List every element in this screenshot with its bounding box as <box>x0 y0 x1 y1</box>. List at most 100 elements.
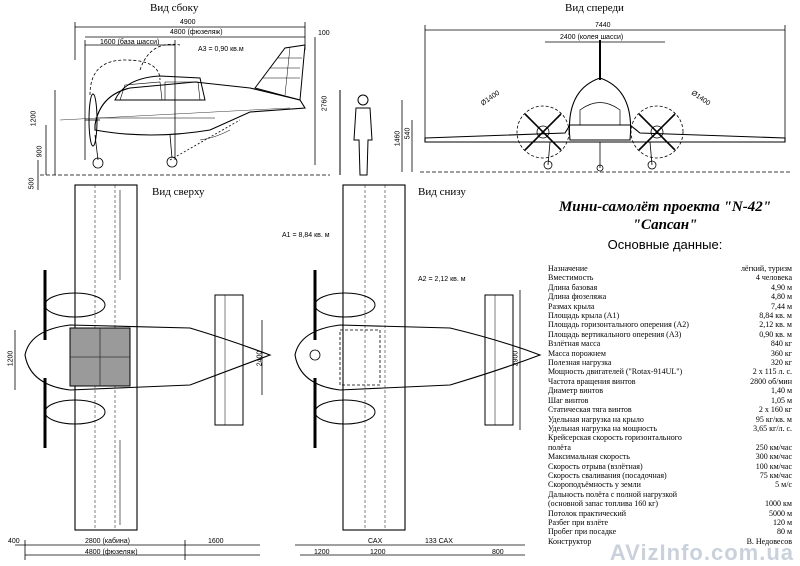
dim-1600-base: 1600 (база шасси) <box>100 39 160 46</box>
spec-row: Взлётная масса 840 кг <box>548 339 792 348</box>
spec-value: 1,40 м <box>770 386 792 396</box>
watermark-logo: AVizInfo.com.ua <box>609 540 794 565</box>
dim-900: 900 <box>36 145 44 158</box>
spec-value: 320 кг <box>770 358 792 368</box>
dim-1200-b1: 1200 <box>314 549 330 556</box>
spec-value: 80 м <box>776 527 792 537</box>
top-view-drawing <box>14 184 272 560</box>
spec-value: 120 м <box>772 517 792 527</box>
side-view-drawing <box>37 22 330 190</box>
spec-value: 5 м/с <box>775 480 792 490</box>
spec-value: лёгкий, туризм <box>740 264 792 273</box>
spec-value: 360 кг <box>770 348 792 358</box>
dim-4800-fuselage: 4800 (фюзеляж) <box>170 29 223 36</box>
spec-row: Скорость сваливания (посадочная) 75 км/ча… <box>548 471 792 480</box>
spec-label: Мощность двигателей ("Rotax-914UL") <box>548 367 683 377</box>
spec-value: 2800 об/мин <box>750 376 792 386</box>
spec-row: Длина базовая 4,90 м <box>548 283 792 292</box>
spec-value: 2,12 кв. м <box>759 320 792 330</box>
spec-label: Назначение <box>548 264 588 273</box>
top-view-label: Вид сверху <box>152 186 205 198</box>
spec-row: Назначение лёгкий, туризм <box>548 264 792 273</box>
spec-label: Потолок практический <box>548 508 626 518</box>
spec-label: Полезная нагрузка <box>548 358 612 368</box>
drawing-title: Мини-самолёт проекта "N-42" "Сапсан" <box>558 199 772 233</box>
dim-800: 800 <box>492 549 504 556</box>
front-view-drawing <box>401 25 790 173</box>
dim-2900: 2900 <box>512 350 520 367</box>
spec-value: 100 км/час <box>755 461 792 471</box>
spec-row: Дальность полёта с полной нагрузкой (осн… <box>548 490 792 509</box>
dim-2800-cabin: 2800 (кабина) <box>85 538 130 545</box>
spec-value: 840 кг <box>770 339 792 349</box>
spec-row: Площадь горизонтального оперения (А2) 2,1… <box>548 320 792 329</box>
spec-value: 4 человека <box>755 273 792 283</box>
spec-row: Полезная нагрузка 320 кг <box>548 358 792 367</box>
specs-subtitle: Основные данные: <box>607 237 723 252</box>
spec-value: 7,44 м <box>770 301 792 311</box>
spec-value: 0,90 кв. м <box>759 329 792 339</box>
spec-value: 4,80 м <box>770 292 792 302</box>
spec-value: 1,05 м <box>770 395 792 405</box>
dim-7440: 7440 <box>595 22 611 29</box>
spec-value: 2 х 115 л. с. <box>752 367 792 377</box>
spec-label: Дальность полёта с полной нагрузкой (осн… <box>548 489 677 509</box>
spec-value: 3,65 кг/л. с. <box>753 423 792 433</box>
spec-label: Площадь вертикального оперения (А3) <box>548 329 682 339</box>
dim-2400-tail: 2400 <box>256 350 264 367</box>
spec-label: Разбег при взлёте <box>548 517 609 527</box>
spec-label: Вместимость <box>548 273 594 283</box>
spec-label: Крейсерская скорость горизонтального пол… <box>548 433 682 452</box>
spec-label: Скорость сваливания (посадочная) <box>548 470 667 480</box>
bottom-view-label: Вид снизу <box>418 186 466 198</box>
spec-row: Скорость отрыва (взлётная) 100 км/час <box>548 462 792 471</box>
human-figure <box>339 90 373 176</box>
spec-value: 250 км/час <box>755 442 792 452</box>
bottom-view-drawing <box>294 184 542 556</box>
dim-a3: А3 = 0,90 кв.м <box>198 46 244 53</box>
spec-row: Длина фюзеляжа 4,80 м <box>548 292 792 301</box>
dim-100: 100 <box>318 30 330 37</box>
spec-row: Разбег при взлёте 120 м <box>548 518 792 527</box>
spec-label: Удельная нагрузка на крыло <box>548 414 644 424</box>
spec-label: Конструктор <box>548 536 592 546</box>
spec-label: Взлётная масса <box>548 339 601 349</box>
spec-value: 300 км/час <box>755 452 792 462</box>
spec-value: 4,90 м <box>770 282 792 292</box>
spec-row: Частота вращения винтов 2800 об/мин <box>548 377 792 386</box>
dim-1600: 1600 <box>208 538 224 545</box>
dim-4900: 4900 <box>180 19 196 26</box>
dim-cax: САХ <box>368 538 383 545</box>
spec-row: Шаг винтов 1,05 м <box>548 396 792 405</box>
dim-540: 540 <box>404 127 412 140</box>
spec-value: 8,84 кв. м <box>759 311 792 321</box>
spec-label: Площадь крыла (А1) <box>548 311 620 321</box>
spec-value: 75 км/час <box>759 470 792 480</box>
dim-4800: 4800 (фюзеляж) <box>85 549 138 556</box>
dim-2400-track: 2400 (колея шасси) <box>560 34 624 41</box>
spec-value: 95 кг/кв. м <box>755 414 792 424</box>
spec-label: Площадь горизонтального оперения (А2) <box>548 320 689 330</box>
dim-1200-b2: 1200 <box>370 549 386 556</box>
spec-label: Длина фюзеляжа <box>548 292 607 302</box>
spec-label: Скороподъёмность у земли <box>548 480 641 490</box>
spec-label: Частота вращения винтов <box>548 376 636 386</box>
spec-label: Диаметр винтов <box>548 386 604 396</box>
spec-label: Статическая тяга винтов <box>548 405 632 415</box>
dim-133-cax: 133 САХ <box>425 538 453 545</box>
spec-row: Площадь вертикального оперения (А3) 0,90 … <box>548 330 792 339</box>
spec-label: Скорость отрыва (взлётная) <box>548 461 643 471</box>
dim-2760: 2760 <box>321 95 329 112</box>
dim-a1: А1 = 8,84 кв. м <box>282 232 330 239</box>
spec-label: Шаг винтов <box>548 395 589 405</box>
spec-label: Длина базовая <box>548 282 598 292</box>
spec-row: Мощность двигателей ("Rotax-914UL") 2 х 1… <box>548 367 792 376</box>
dim-1200-side: 1200 <box>30 110 38 127</box>
